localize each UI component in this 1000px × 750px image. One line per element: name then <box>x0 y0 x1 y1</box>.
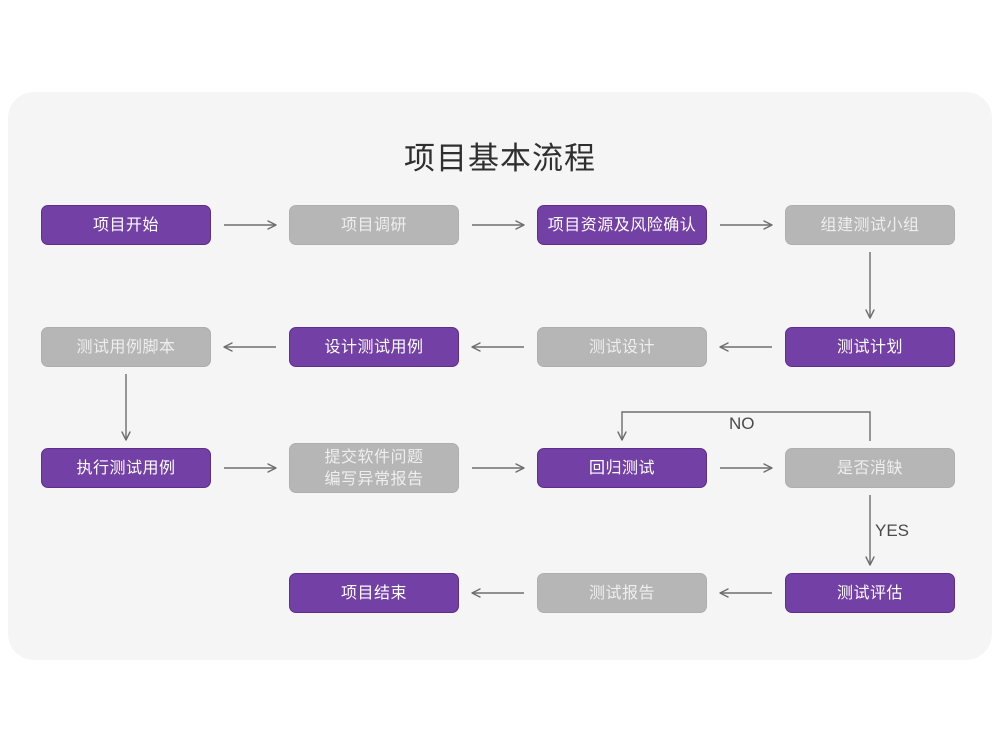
node-test-case-script[interactable]: 测试用例脚本 <box>41 327 211 367</box>
node-test-design[interactable]: 测试设计 <box>537 327 707 367</box>
node-submit-defect-report[interactable]: 提交软件问题 编写异常报告 <box>289 443 459 493</box>
node-execute-test-cases[interactable]: 执行测试用例 <box>41 448 211 488</box>
node-defect-resolved[interactable]: 是否消缺 <box>785 448 955 488</box>
node-test-report[interactable]: 测试报告 <box>537 573 707 613</box>
node-resource-risk-confirm[interactable]: 项目资源及风险确认 <box>537 205 707 245</box>
page-title: 项目基本流程 <box>404 141 596 177</box>
node-regression-test[interactable]: 回归测试 <box>537 448 707 488</box>
node-design-test-cases[interactable]: 设计测试用例 <box>289 327 459 367</box>
node-test-plan[interactable]: 测试计划 <box>785 327 955 367</box>
node-form-test-team[interactable]: 组建测试小组 <box>785 205 955 245</box>
edge-label-no: NO <box>729 414 755 433</box>
node-project-end[interactable]: 项目结束 <box>289 573 459 613</box>
node-project-start[interactable]: 项目开始 <box>41 205 211 245</box>
node-test-evaluation[interactable]: 测试评估 <box>785 573 955 613</box>
arrow-no-loop <box>617 411 871 441</box>
edge-label-yes: YES <box>875 521 910 540</box>
diagram-panel <box>8 92 992 660</box>
node-project-research[interactable]: 项目调研 <box>289 205 459 245</box>
